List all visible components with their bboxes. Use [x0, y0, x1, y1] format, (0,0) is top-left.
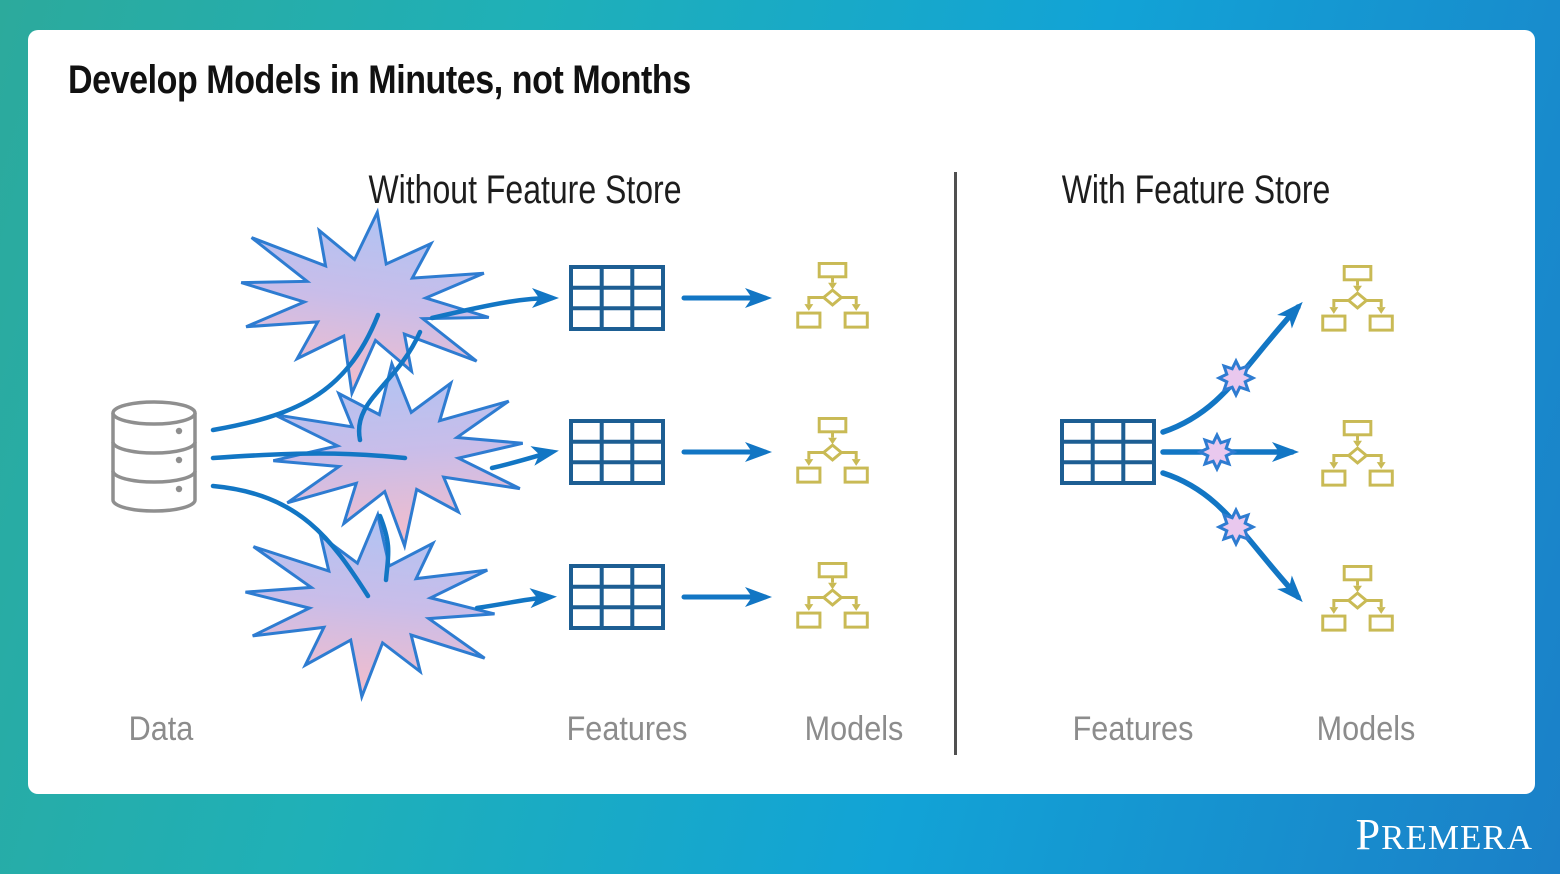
database-icon — [111, 400, 197, 513]
arrow-icon — [474, 588, 557, 611]
feature-table-icon — [569, 419, 665, 485]
mini-burst-icon — [1217, 359, 1255, 397]
with-feature-store-panel — [1060, 265, 1394, 632]
feature-table-icon — [1060, 419, 1156, 485]
model-flowchart-icon — [796, 417, 869, 484]
model-flowchart-icon — [796, 262, 869, 329]
column-label-features-left: Features — [566, 710, 688, 748]
model-flowchart-icon — [796, 561, 869, 629]
mini-burst-icon — [1217, 508, 1255, 546]
arrow-icon — [429, 288, 559, 321]
premera-logo: PREMERA — [1355, 810, 1533, 859]
arrow-icon — [489, 446, 559, 471]
right-panel-heading: With Feature Store — [1061, 168, 1331, 212]
model-flowchart-icon — [1321, 265, 1394, 332]
table-to-model-arrows — [681, 288, 772, 607]
panel-divider — [954, 172, 957, 755]
feature-table-icon — [569, 265, 665, 331]
column-label-models-right: Models — [1316, 710, 1416, 748]
column-label-data: Data — [128, 710, 194, 748]
mini-burst-icon — [1198, 433, 1236, 471]
without-feature-store-panel — [111, 193, 869, 710]
tangled-pipeline-curves — [210, 288, 559, 611]
model-flowchart-icon — [1321, 564, 1394, 632]
model-flowchart-icon — [1321, 420, 1394, 487]
column-label-models-left: Models — [804, 710, 904, 748]
feature-table-icon — [569, 564, 665, 630]
burst-icon — [235, 502, 504, 710]
column-label-features-right: Features — [1072, 710, 1194, 748]
slide-title: Develop Models in Minutes, not Months — [68, 58, 691, 102]
left-panel-heading: Without Feature Store — [368, 168, 682, 212]
burst-icon — [226, 193, 503, 412]
